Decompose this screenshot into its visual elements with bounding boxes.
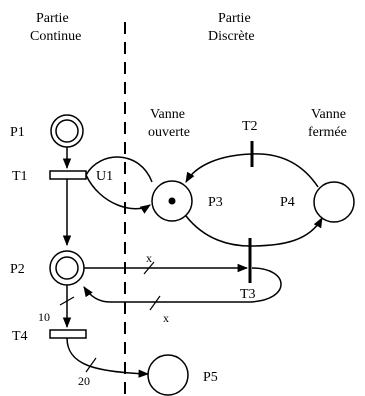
vanne-fermee-line1: Vanne xyxy=(311,107,346,122)
place-p2-label: P2 xyxy=(10,262,25,277)
place-p1 xyxy=(50,114,84,148)
place-p5 xyxy=(147,354,189,396)
transition-t1-label: T1 xyxy=(12,169,28,184)
weight-p2-t3: x xyxy=(146,251,152,265)
place-p5-label: P5 xyxy=(203,370,218,385)
weight-t4-p5: 20 xyxy=(78,374,90,388)
place-p1-label: P1 xyxy=(10,125,25,140)
arc-p2-t4-tick xyxy=(59,296,75,306)
place-p4 xyxy=(313,181,355,223)
weight-t3-p2: x xyxy=(163,311,169,325)
arc-p4-t2 xyxy=(251,153,319,188)
arc-t3-p4 xyxy=(249,217,323,247)
arc-t4-p5-tick xyxy=(85,357,97,373)
weight-p2-t4: 10 xyxy=(38,310,50,324)
u1-label: U1 xyxy=(96,169,113,184)
place-p3-label: P3 xyxy=(208,195,223,210)
header-left-line2: Continue xyxy=(30,29,81,44)
header-right-line2: Discrète xyxy=(208,29,255,44)
place-p2 xyxy=(49,250,85,286)
transition-t2-label: T2 xyxy=(242,119,258,134)
vanne-fermee-line2: fermée xyxy=(308,125,347,140)
header-right-line1: Partie xyxy=(218,11,251,26)
arc-t2-p3 xyxy=(185,153,253,183)
place-p4-label: P4 xyxy=(280,195,295,210)
transition-t1 xyxy=(49,170,87,180)
arc-t1-p3-lower xyxy=(85,174,151,214)
vanne-ouverte-line2: ouverte xyxy=(148,125,190,140)
arc-t3-p2 xyxy=(83,267,282,303)
place-p3 xyxy=(151,180,193,222)
transition-t4 xyxy=(49,329,87,339)
transition-t3-label: T3 xyxy=(240,287,256,302)
arc-p2-t3-tick xyxy=(143,261,155,275)
vanne-ouverte-line1: Vanne xyxy=(150,107,185,122)
arc-t4-p5 xyxy=(66,337,150,378)
arc-p3-t3 xyxy=(185,215,251,247)
token-p3 xyxy=(168,197,176,205)
transition-t4-label: T4 xyxy=(12,329,28,344)
header-left-line1: Partie xyxy=(36,11,69,26)
arc-t3-p2-tick xyxy=(149,295,161,311)
arc-t1-p3-upper xyxy=(85,156,153,183)
